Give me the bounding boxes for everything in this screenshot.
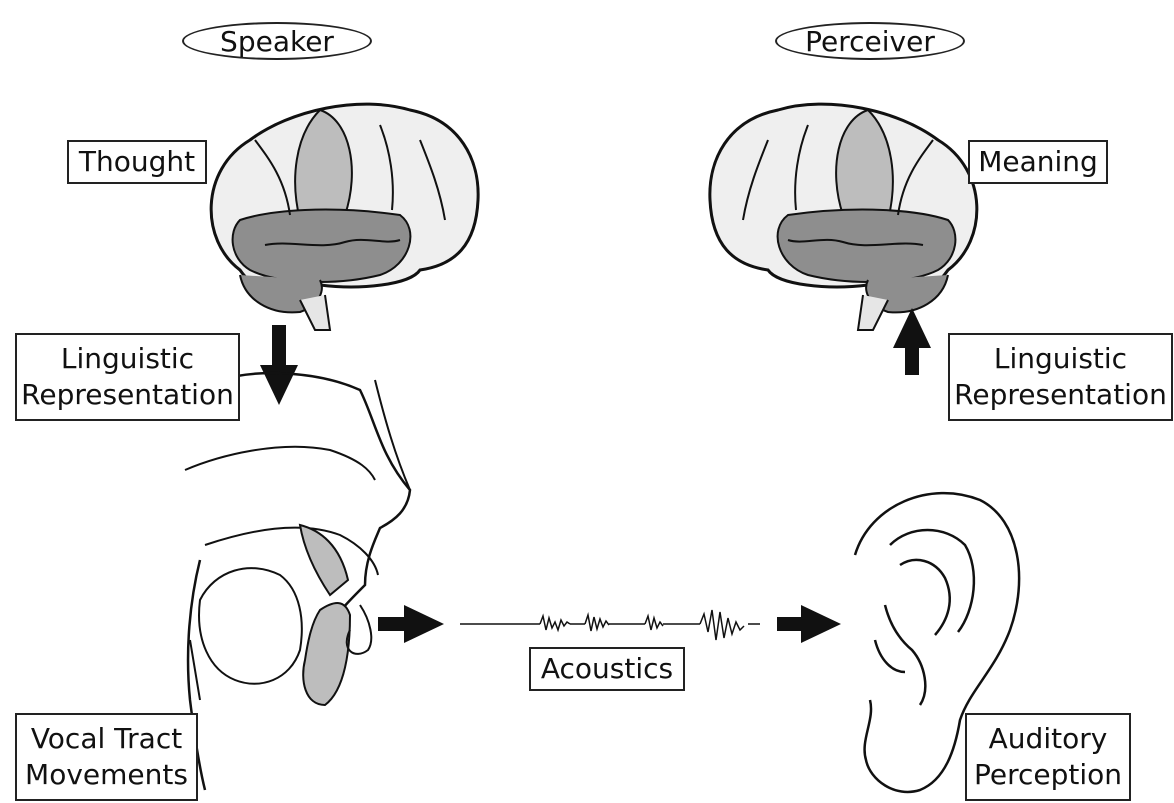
sound-waveform-icon <box>460 610 760 640</box>
right-arrow-icon <box>378 605 444 643</box>
speaker-brain-icon <box>211 104 478 330</box>
thought-label: Thought <box>67 140 207 184</box>
acoustics-label: Acoustics <box>529 647 685 691</box>
auditory-perception-label: Auditory Perception <box>965 713 1131 801</box>
vocal-tract-icon <box>185 373 410 790</box>
speaker-title: Speaker <box>182 22 372 60</box>
up-arrow-icon <box>893 308 931 375</box>
speaker-linguistic-representation-label: Linguistic Representation <box>15 333 240 421</box>
right-arrow-icon <box>777 605 841 643</box>
perceiver-title: Perceiver <box>775 22 965 60</box>
vocal-tract-movements-label: Vocal Tract Movements <box>15 713 198 801</box>
down-arrow-icon <box>260 325 298 405</box>
meaning-label: Meaning <box>968 140 1108 184</box>
perceiver-linguistic-representation-label: Linguistic Representation <box>948 333 1173 421</box>
perceiver-brain-icon <box>710 104 977 330</box>
